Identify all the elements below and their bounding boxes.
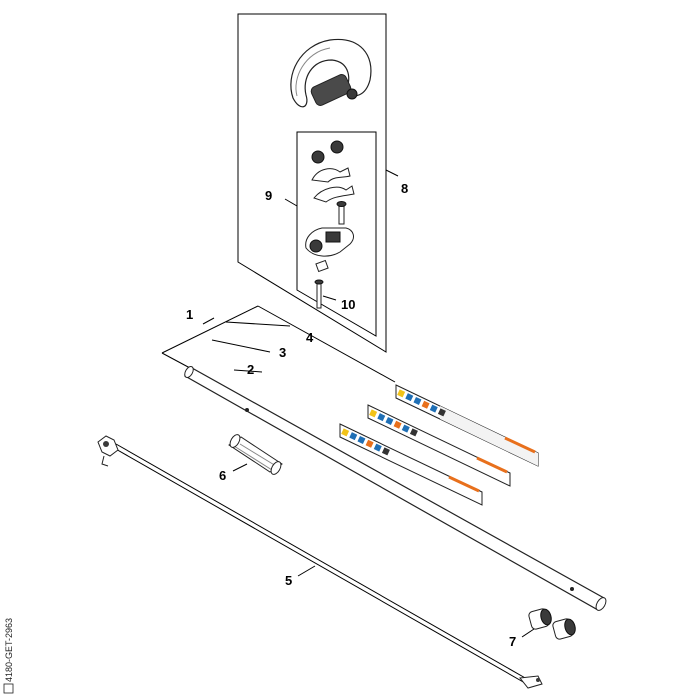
clamp-strap-lower[interactable] [313,185,355,203]
loop-handle[interactable] [290,38,372,108]
callout-brackets [161,305,396,383]
callout-2: 2 [247,362,254,377]
handle-kit-box [237,13,387,353]
throttle-cable[interactable] [97,435,543,689]
drive-tube[interactable] [183,365,608,612]
callout-9: 9 [265,188,272,203]
hex-nut-1[interactable] [311,150,325,164]
leader-lines [232,169,535,638]
decal-icons [341,389,446,456]
callout-4: 4 [306,330,314,345]
long-screw[interactable] [314,279,324,309]
drawing-code: 4180-GET-2963 [4,618,14,682]
decal-strip-3[interactable] [367,404,511,487]
bushing-2[interactable] [552,618,577,640]
short-screw[interactable] [336,201,347,225]
callout-1: 1 [186,307,193,322]
square-nut[interactable] [315,259,329,273]
callout-10: 10 [341,297,355,312]
decal-strip-4[interactable] [395,384,539,467]
callout-6: 6 [219,468,226,483]
handle-clamp[interactable] [305,227,354,257]
decal-strip-2[interactable] [339,423,483,506]
callout-7: 7 [509,634,516,649]
callout-8: 8 [401,181,408,196]
callout-3: 3 [279,345,286,360]
rubber-sleeve[interactable] [228,433,283,476]
callout-5: 5 [285,573,292,588]
bushing-1[interactable] [528,608,553,630]
drawing-code-box [3,683,14,694]
clamp-kit-box [296,131,377,337]
clamp-strap-upper[interactable] [311,167,351,183]
hex-nut-2[interactable] [330,140,344,154]
